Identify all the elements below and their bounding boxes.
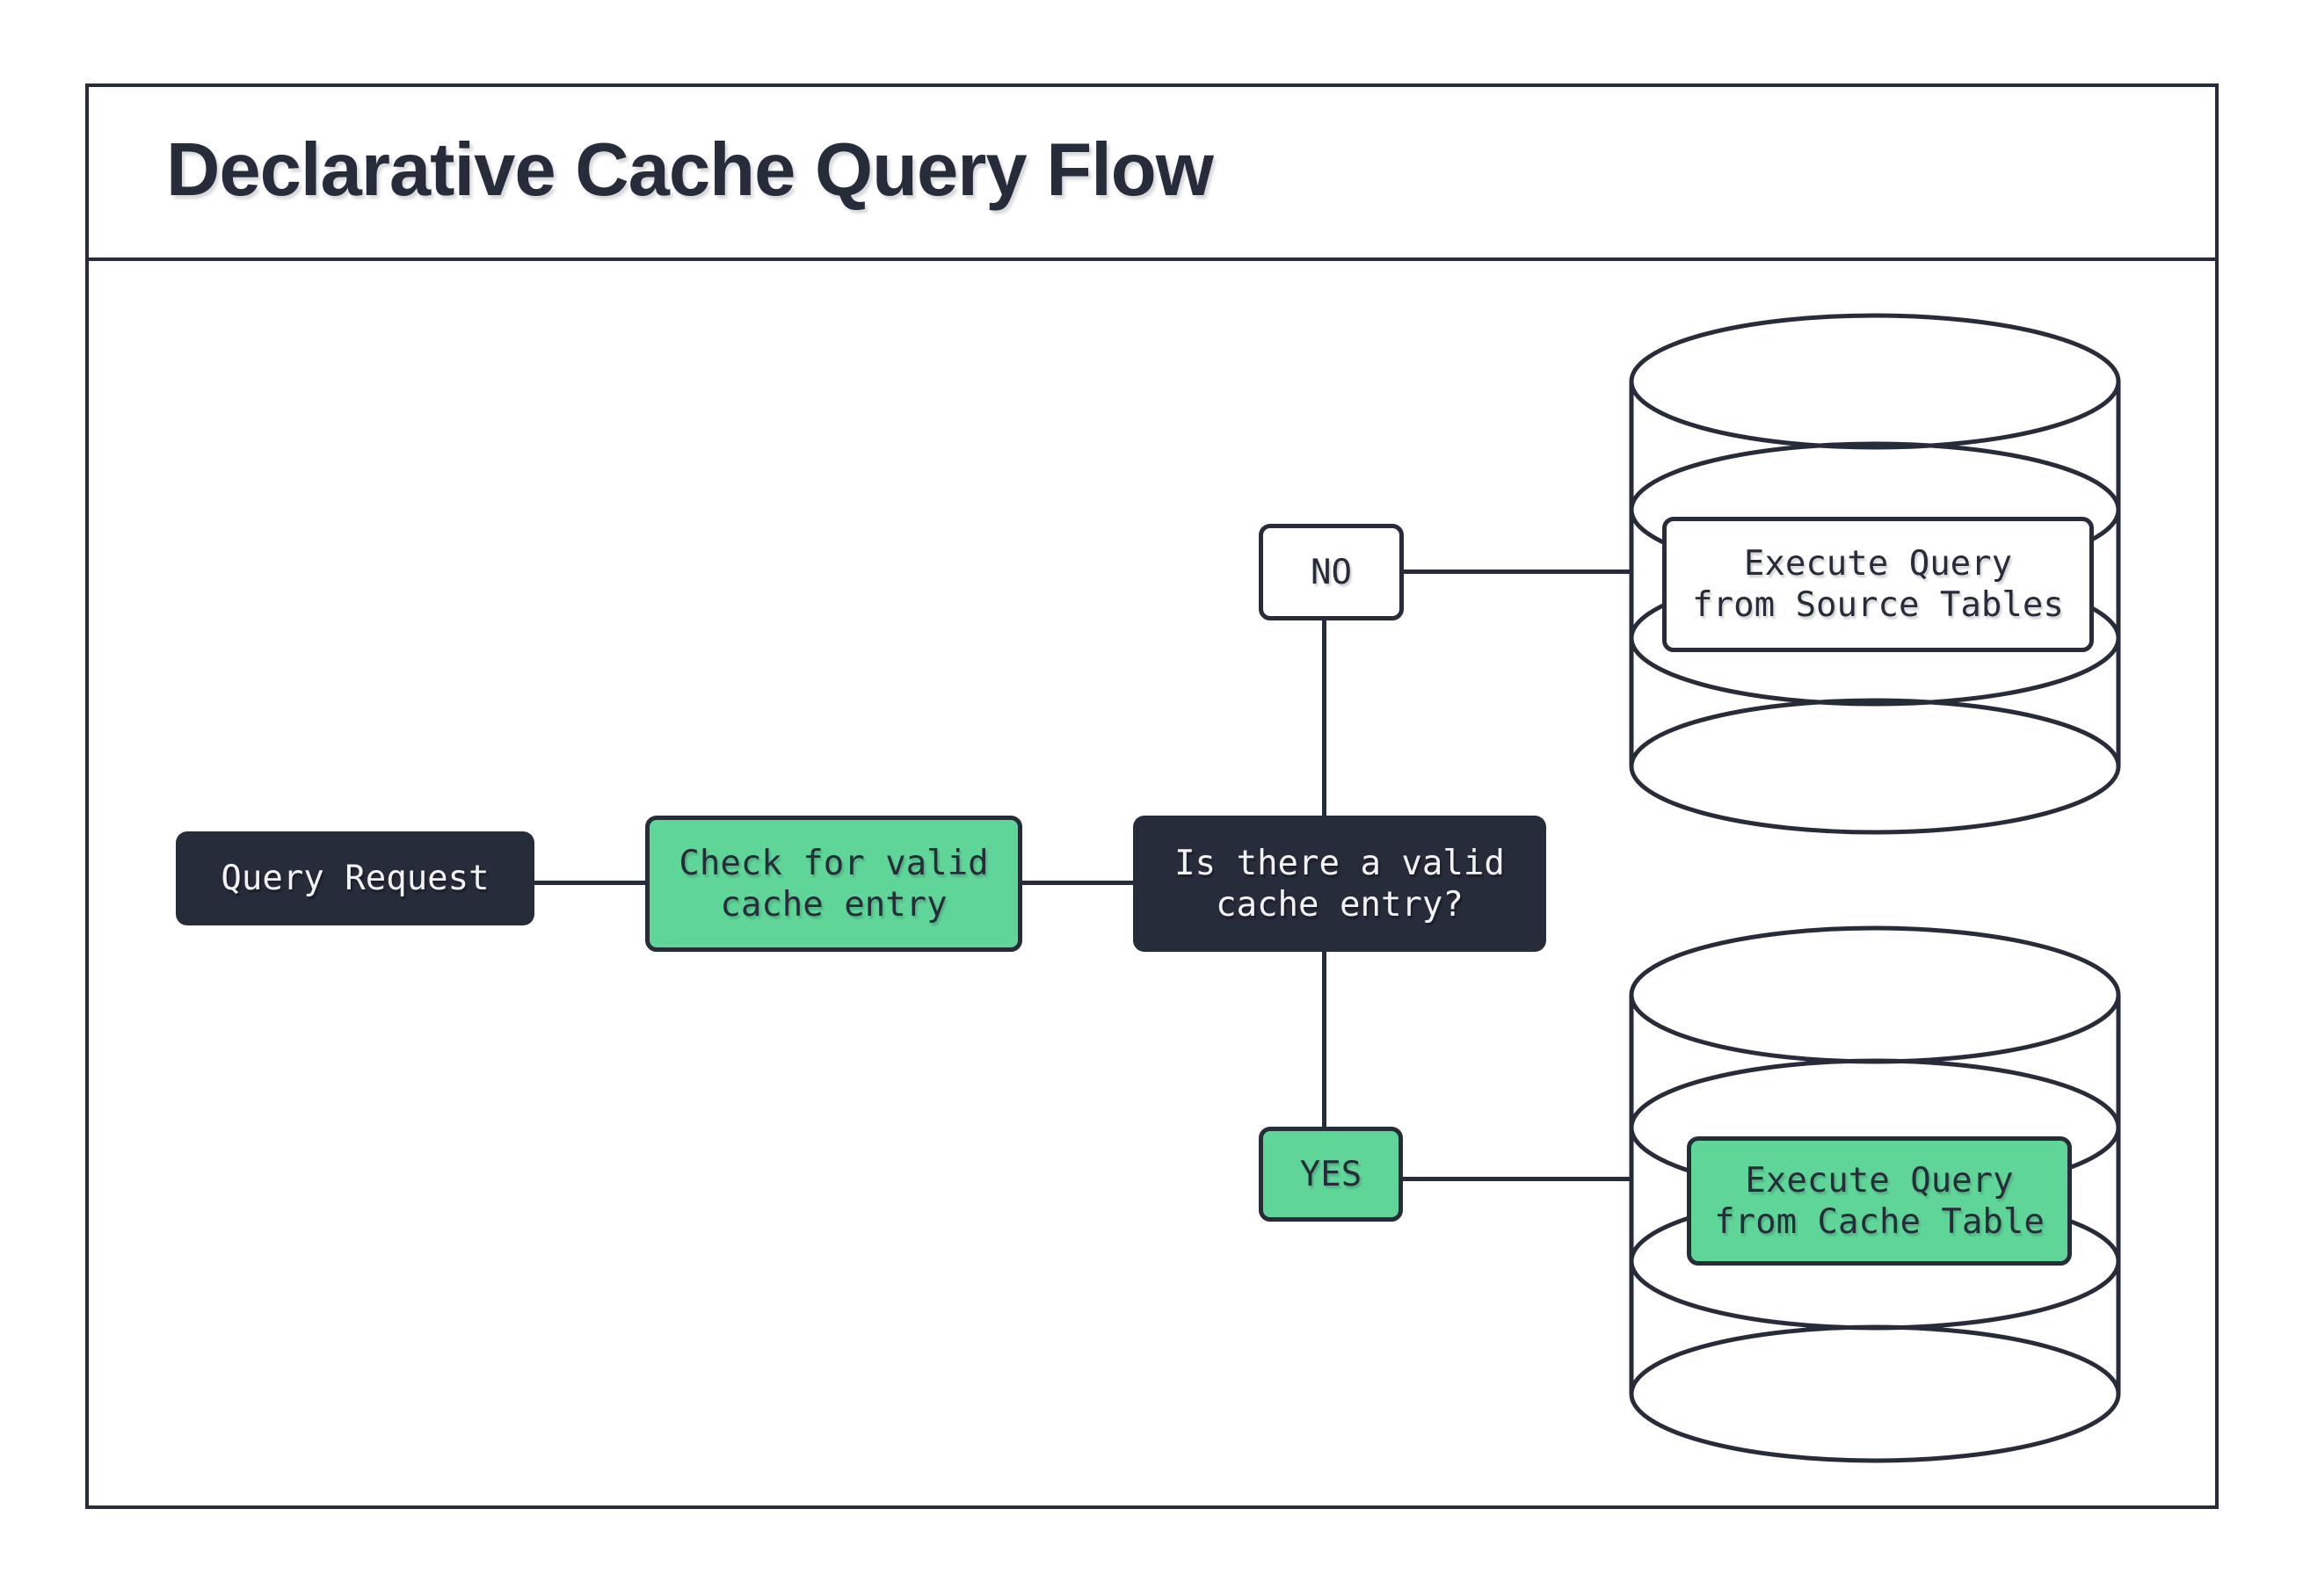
- edge-query-to-check: [534, 881, 645, 885]
- edge-yes-to-cache-db: [1403, 1177, 1631, 1181]
- edge-decision-to-yes: [1322, 952, 1326, 1127]
- node-execute-source-label-line2: from Source Tables: [1692, 585, 2064, 625]
- edge-no-to-source-db: [1404, 569, 1631, 574]
- node-query-request-label: Query Request: [221, 859, 490, 898]
- page-title: Declarative Cache Query Flow: [166, 128, 1214, 212]
- node-check-cache: Check for valid cache entry: [645, 816, 1022, 952]
- outer-frame: [85, 83, 2219, 1509]
- node-query-request: Query Request: [176, 831, 534, 925]
- node-yes: YES: [1259, 1127, 1403, 1222]
- edge-check-to-decision: [1022, 881, 1133, 885]
- node-no: NO: [1259, 524, 1404, 620]
- node-check-cache-label-line2: cache entry: [720, 884, 948, 925]
- node-check-cache-label-line1: Check for valid: [679, 843, 989, 883]
- node-execute-source: Execute Query from Source Tables: [1662, 517, 2094, 652]
- node-execute-cache-label-line1: Execute Query: [1745, 1160, 2014, 1201]
- node-decision-label-line2: cache entry?: [1216, 884, 1464, 925]
- node-decision-label-line1: Is there a valid: [1174, 843, 1505, 883]
- node-no-label: NO: [1311, 552, 1352, 592]
- node-yes-label: YES: [1299, 1154, 1362, 1194]
- edge-decision-to-no: [1322, 620, 1326, 816]
- title-bar: Declarative Cache Query Flow: [85, 83, 2219, 261]
- node-execute-cache-label-line2: from Cache Table: [1714, 1201, 2045, 1242]
- node-execute-source-label-line1: Execute Query: [1743, 544, 2013, 584]
- node-execute-cache: Execute Query from Cache Table: [1687, 1136, 2072, 1266]
- node-decision: Is there a valid cache entry?: [1133, 816, 1546, 952]
